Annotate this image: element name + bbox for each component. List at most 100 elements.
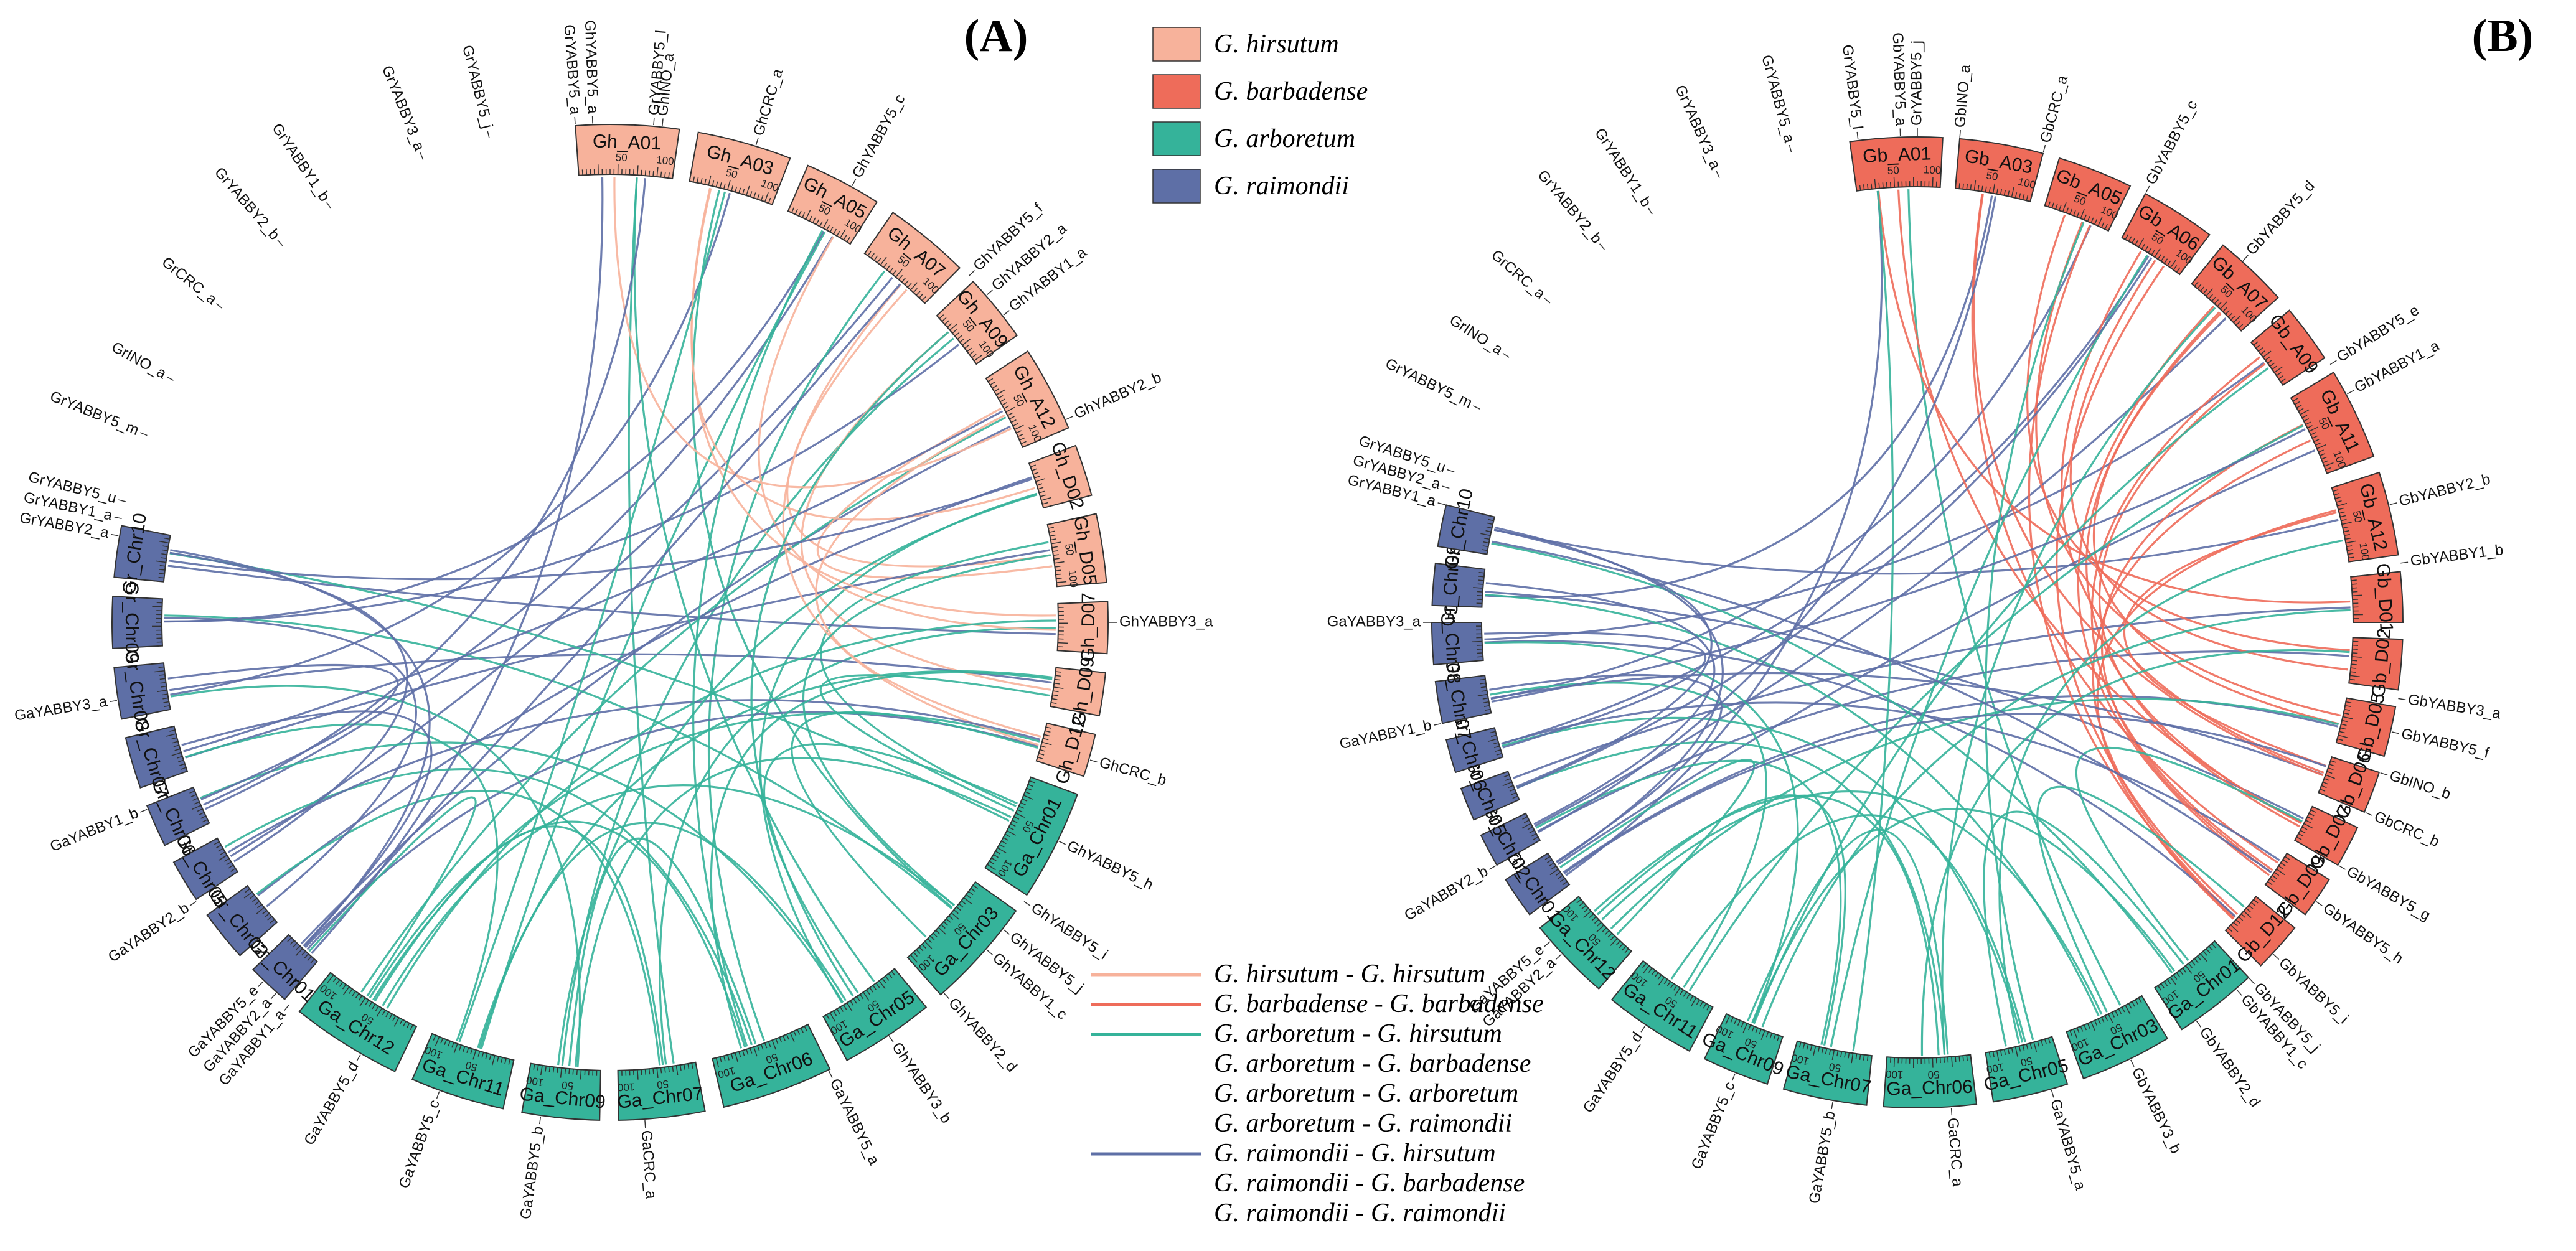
scale-tick: [2202, 289, 2207, 294]
synteny-link-raimondii: [1491, 540, 2272, 874]
scale-tick: [164, 537, 170, 540]
synteny-link-raimondii: [1491, 428, 2306, 703]
scale-tick: [376, 1008, 383, 1017]
scale-tick: [712, 180, 715, 187]
scale-tick: [1056, 667, 1066, 670]
scale-tick: [162, 693, 168, 696]
scale-tick: [2351, 663, 2357, 665]
gene-label-gayabby2-b: GaYABBY2_b: [105, 899, 192, 965]
scale-tick: [873, 255, 878, 261]
scale-tick: [2076, 1028, 2080, 1033]
synteny-link-arboretum: [1670, 814, 2026, 1042]
scale-tick: [708, 175, 712, 185]
scale-tick: [1769, 1033, 1773, 1039]
scale-tick: [1480, 533, 1491, 536]
scale-tick: [2301, 415, 2308, 419]
scale-tick: [1973, 180, 1977, 191]
scale-tick: [2348, 553, 2354, 555]
scale-tick: [1055, 569, 1061, 571]
scale-tick: [1813, 1046, 1817, 1056]
scale-tick: [2240, 327, 2246, 332]
gene-label-gbyabby1-b: GbYABBY1_b: [2409, 541, 2504, 569]
scale-tick: [2238, 916, 2244, 921]
chromosome-arc: [689, 131, 791, 206]
scale-tick: [2141, 243, 2145, 250]
scale-tick: [1615, 940, 1621, 946]
scale-tick: [1747, 1024, 1751, 1031]
scale-tick: [2087, 1023, 2090, 1029]
scale-tick: [963, 897, 972, 904]
scale-tick: [1996, 1051, 2000, 1061]
synteny-link-raimondii: [1537, 650, 2350, 833]
scale-tick: [731, 1053, 733, 1060]
scale-tick: [466, 1047, 469, 1053]
chromosome-gb-a09: Gb_A09: [2250, 309, 2326, 387]
scale-tick: [1619, 943, 1624, 949]
gene-marker: [436, 1091, 440, 1099]
tick-label: 50: [1063, 543, 1076, 556]
scale-tick: [948, 915, 954, 920]
gene-marker: [2130, 1059, 2135, 1067]
scale-tick: [154, 670, 165, 673]
scale-tick: [2313, 439, 2320, 443]
scale-tick: [1583, 911, 1592, 918]
scale-tick: [764, 1042, 768, 1049]
scale-tick: [2076, 212, 2080, 217]
scale-tick: [867, 251, 872, 256]
scale-tick: [2320, 452, 2326, 456]
scale-tick: [2303, 418, 2310, 422]
scale-tick: [719, 182, 722, 189]
scale-tick: [1970, 1054, 1973, 1065]
scale-tick: [959, 338, 965, 343]
scale-tick: [2260, 350, 2266, 355]
scale-tick: [295, 945, 301, 950]
scale-tick: [199, 812, 205, 815]
scale-tick: [1840, 1051, 1843, 1057]
chromosome-gb-d02: Gb_D02: [2348, 627, 2404, 698]
scale-tick: [888, 973, 893, 978]
scale-tick: [174, 748, 181, 751]
scale-tick: [2094, 218, 2098, 225]
scale-tick: [1029, 780, 1035, 784]
scale-tick: [365, 1000, 369, 1005]
scale-tick: [1549, 868, 1559, 876]
gene-marker: [2398, 698, 2406, 700]
scale-tick: [159, 540, 169, 544]
scale-tick: [1751, 1026, 1755, 1032]
scale-tick: [761, 195, 764, 201]
scale-tick: [2349, 678, 2356, 681]
tick-label: 50: [725, 166, 739, 180]
scale-tick: [1576, 899, 1582, 904]
scale-tick: [812, 217, 816, 223]
synteny-link-arboretum: [1761, 609, 2351, 1028]
chromosome-gr-chr08: Gr_Chr08: [1431, 601, 1484, 684]
scale-tick: [1666, 981, 1671, 986]
tick-label: 50: [464, 1059, 479, 1074]
scale-tick: [2315, 442, 2321, 446]
scale-tick: [802, 212, 806, 218]
scale-tick: [2282, 859, 2288, 863]
scale-tick: [208, 838, 218, 844]
synteny-link-raimondii: [1490, 672, 2324, 776]
scale-tick: [951, 912, 959, 920]
scale-tick: [393, 1017, 400, 1027]
gene-marker: [1831, 1101, 1833, 1110]
scale-tick: [470, 1048, 473, 1054]
scale-tick: [2044, 196, 2049, 206]
synteny-link-arboretum: [802, 554, 1051, 907]
synteny-link-arboretum: [2036, 785, 2245, 1013]
gene-label-gryabby5-j: GrYABBY5_j: [459, 44, 496, 130]
gene-label-gayabby5-b: GaYABBY5_b: [517, 1125, 547, 1221]
scale-tick: [840, 1006, 844, 1012]
scale-tick: [836, 230, 840, 237]
scale-tick: [1742, 1023, 1748, 1033]
scale-tick: [2080, 208, 2085, 219]
tick-label: 100: [1886, 1068, 1904, 1080]
scale-tick: [161, 553, 167, 555]
scale-tick: [1765, 1031, 1769, 1038]
scale-tick: [2336, 500, 2342, 503]
scale-tick: [958, 903, 964, 908]
gene-label-gbyabby2-b: GbYABBY2_b: [2397, 471, 2492, 510]
scale-tick: [1549, 862, 1554, 866]
